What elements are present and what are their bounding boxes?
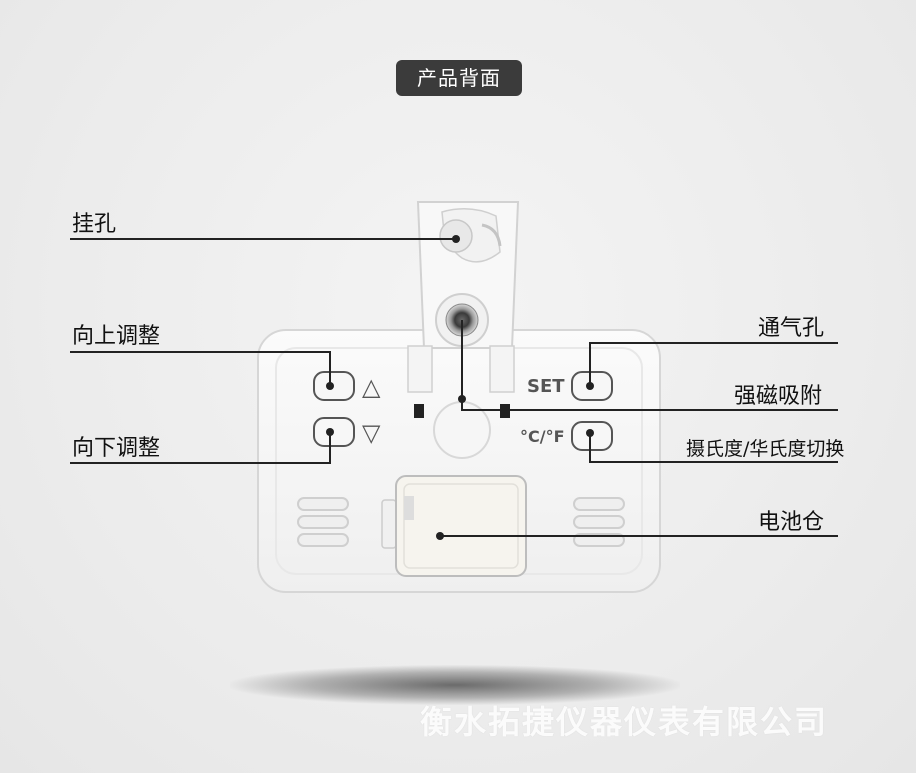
label-hanging-hole: 挂孔 <box>72 212 117 237</box>
label-battery: 电池仓 <box>758 510 825 535</box>
down-arrow-symbol: ▽ <box>362 419 381 447</box>
label-down-adjust: 向下调整 <box>72 436 161 461</box>
leader-magnet <box>461 320 463 410</box>
watermark: 衡水拓捷仪器仪表有限公司 <box>420 703 829 741</box>
up-button <box>313 371 355 401</box>
leader-battery <box>440 535 838 537</box>
leader-vent-hole <box>590 342 838 344</box>
product-shadow <box>230 665 680 705</box>
label-vent-hole: 通气孔 <box>758 316 825 341</box>
set-text: SET <box>527 376 565 397</box>
label-unit-switch: 摄氏度/华氏度切换 <box>686 438 845 460</box>
leader-up-adjust <box>70 351 331 353</box>
unit-text: °C/°F <box>520 427 565 446</box>
battery-cover <box>395 475 527 577</box>
page-title: 产品背面 <box>396 60 522 96</box>
left-vent-slots <box>297 497 349 547</box>
leader-hanging-hole <box>70 238 456 240</box>
label-magnet: 强磁吸附 <box>734 384 823 409</box>
up-arrow-symbol: △ <box>362 373 381 401</box>
leader-unit-switch <box>589 432 591 462</box>
down-button <box>313 417 355 447</box>
leader-down-adjust <box>70 462 331 464</box>
right-vent-slots <box>573 497 625 547</box>
label-up-adjust: 向上调整 <box>72 324 161 349</box>
